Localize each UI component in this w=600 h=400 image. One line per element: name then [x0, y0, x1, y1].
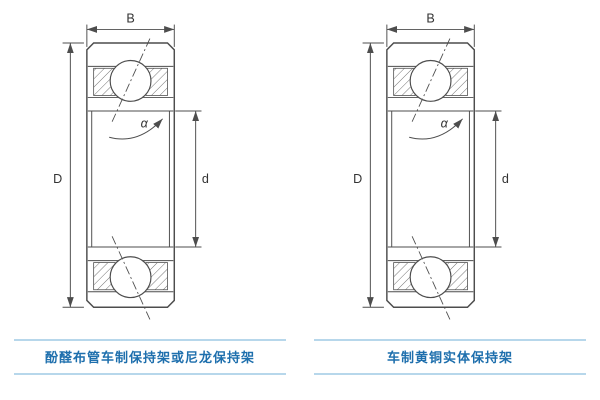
caption-text-left: 酚醛布管车制保持架或尼龙保持架 [44, 350, 255, 366]
bearing-cross-section-left: α B D [53, 12, 209, 323]
dim-label-B: B [426, 12, 434, 26]
dim-label-B: B [126, 12, 134, 26]
drawing-panel-left: α B D [14, 10, 286, 376]
dim-width-B: B [386, 12, 475, 47]
dim-label-d: d [202, 172, 209, 186]
caption-left: 酚醛布管车制保持架或尼龙保持架 [14, 339, 286, 376]
caption-rule-bottom [14, 373, 286, 376]
bearing-outline [86, 42, 176, 308]
figure-stage: α B D [14, 10, 586, 376]
caption-rule-top [314, 339, 586, 342]
dim-label-D: D [53, 172, 62, 186]
dim-bore-diameter-d: d [475, 110, 509, 248]
contact-angle-centerline-bottom [111, 236, 152, 323]
contact-angle-centerline-top [111, 36, 152, 122]
bearing-outline [386, 42, 476, 308]
contact-angle-centerline-bottom [411, 236, 452, 323]
caption-rule-bottom [314, 373, 586, 376]
caption-right: 车制黄铜实体保持架 [314, 339, 586, 376]
dim-bore-diameter-d: d [175, 110, 209, 248]
dim-label-D: D [353, 172, 362, 186]
dim-outer-diameter-D: D [353, 42, 384, 308]
contact-angle-arc [109, 118, 163, 140]
caption-rule-top [14, 339, 286, 342]
contact-angle-arc [409, 118, 463, 140]
bearing-cross-section-right: α B D [353, 12, 509, 323]
dim-width-B: B [86, 12, 175, 47]
dim-outer-diameter-D: D [53, 42, 84, 308]
drawing-panel-right: α B D [314, 10, 586, 376]
contact-angle-centerline-top [411, 36, 452, 122]
caption-text-right: 车制黄铜实体保持架 [386, 350, 513, 366]
contact-angle-label: α [441, 117, 449, 131]
dim-label-d: d [502, 172, 509, 186]
contact-angle-label: α [141, 117, 149, 131]
